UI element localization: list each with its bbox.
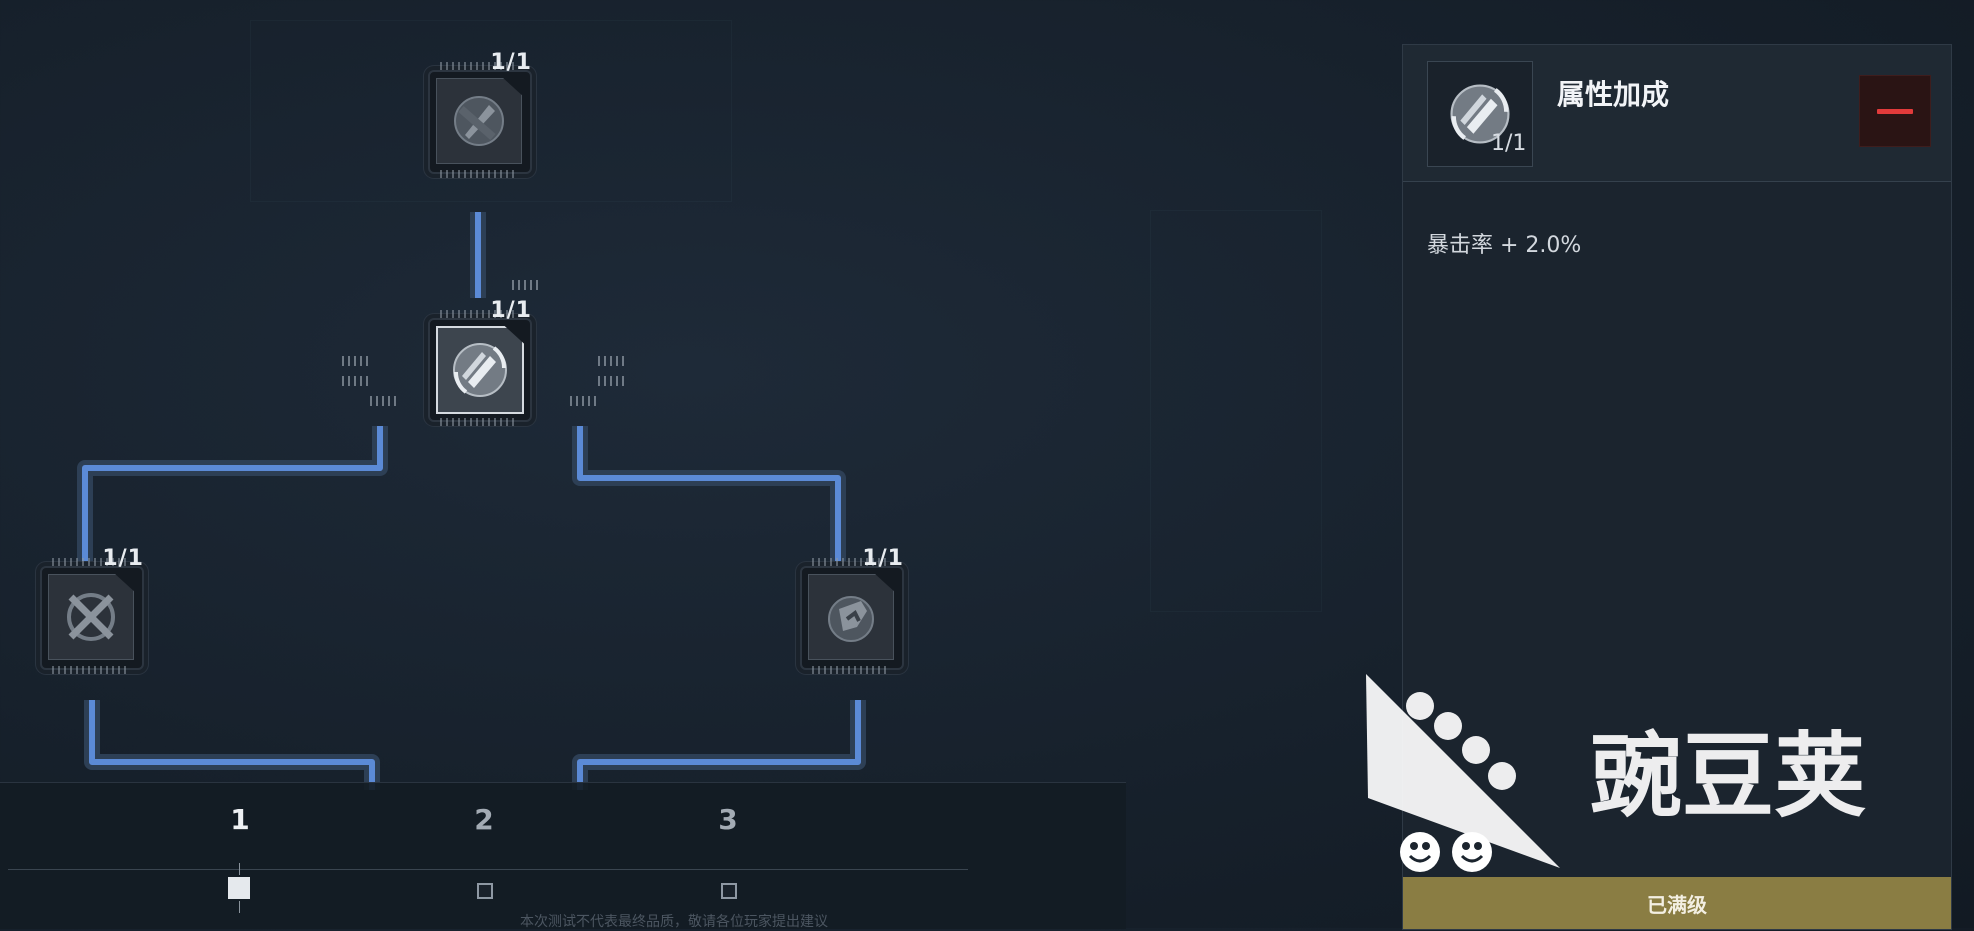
pager-step-label: 3 bbox=[718, 803, 738, 836]
pager-step-2[interactable]: 2 bbox=[454, 803, 514, 899]
max-level-status: 已满级 bbox=[1403, 877, 1951, 929]
pager-step-3[interactable]: 3 bbox=[698, 803, 758, 899]
stat-bonus-text: 暴击率 + 2.0% bbox=[1427, 233, 1582, 258]
node-level-count: 1/1 bbox=[490, 298, 532, 323]
bullet-refresh-icon bbox=[453, 343, 507, 397]
panel-header: 1/1 属性加成 bbox=[1403, 45, 1951, 182]
pager-step-marker bbox=[228, 877, 250, 899]
center-chip-pins-right-mid bbox=[598, 376, 628, 386]
chip-pins bbox=[812, 666, 888, 674]
pager-track bbox=[8, 869, 968, 870]
center-chip-pins-left-top bbox=[342, 356, 372, 366]
panel-title: 属性加成 bbox=[1557, 78, 1670, 111]
collapse-button[interactable] bbox=[1859, 75, 1931, 147]
skill-node-top[interactable]: 1/1 bbox=[414, 50, 542, 184]
status-label: 已满级 bbox=[1647, 892, 1707, 917]
chip-pins bbox=[52, 666, 128, 674]
test-disclaimer: 本次测试不代表最终品质，敬请各位玩家提出建议 bbox=[520, 914, 828, 930]
panel-icon-frame bbox=[1427, 61, 1533, 167]
center-chip-pins-right-top bbox=[598, 356, 628, 366]
minus-icon bbox=[1877, 108, 1913, 114]
pager-step-label: 2 bbox=[474, 803, 494, 836]
node-level-count: 1/1 bbox=[862, 546, 904, 571]
bullet-crossed-icon bbox=[454, 96, 504, 146]
pager-step-label: 1 bbox=[230, 803, 250, 836]
node-icon-frame bbox=[436, 326, 524, 414]
chip-pins bbox=[440, 62, 516, 70]
chip-pins bbox=[440, 310, 516, 318]
center-chip-pins-right-bot bbox=[570, 396, 600, 406]
center-chip-pins-left-bot bbox=[370, 396, 400, 406]
node-icon-frame bbox=[808, 574, 894, 660]
pager-tick bbox=[239, 863, 240, 875]
watermark-text: 豌豆荚 bbox=[1590, 723, 1866, 830]
pager-tick bbox=[239, 901, 240, 913]
pager-step-1[interactable]: 1 bbox=[210, 803, 270, 913]
node-icon-frame bbox=[48, 574, 134, 660]
chip-pins bbox=[440, 418, 516, 426]
bullet-refresh-icon bbox=[1450, 84, 1510, 144]
wandoujia-watermark: 豌豆荚 bbox=[1366, 674, 1866, 872]
center-chip-pins-left-mid bbox=[342, 376, 372, 386]
fist-shield-icon bbox=[828, 596, 874, 642]
center-chip-pins-top bbox=[512, 280, 542, 290]
chip-pins bbox=[52, 558, 128, 566]
pager-step-marker bbox=[721, 883, 737, 899]
skill-node-center[interactable]: 1/1 bbox=[414, 298, 542, 432]
node-level-count: 1/1 bbox=[490, 50, 532, 75]
chip-pins bbox=[440, 170, 516, 178]
skill-node-left[interactable]: 1/1 bbox=[26, 546, 154, 680]
node-level-count: 1/1 bbox=[102, 546, 144, 571]
crossed-swords-target-icon bbox=[67, 593, 115, 641]
tier-pager: 1 2 3 本次测试不代表最终品质，敬请各位玩家提出建议 bbox=[0, 782, 1126, 930]
node-icon-frame bbox=[436, 78, 522, 164]
pager-step-marker bbox=[477, 883, 493, 899]
chip-pins bbox=[812, 558, 888, 566]
panel-level-count: 1/1 bbox=[1491, 131, 1527, 156]
skill-node-right[interactable]: 1/1 bbox=[786, 546, 914, 680]
